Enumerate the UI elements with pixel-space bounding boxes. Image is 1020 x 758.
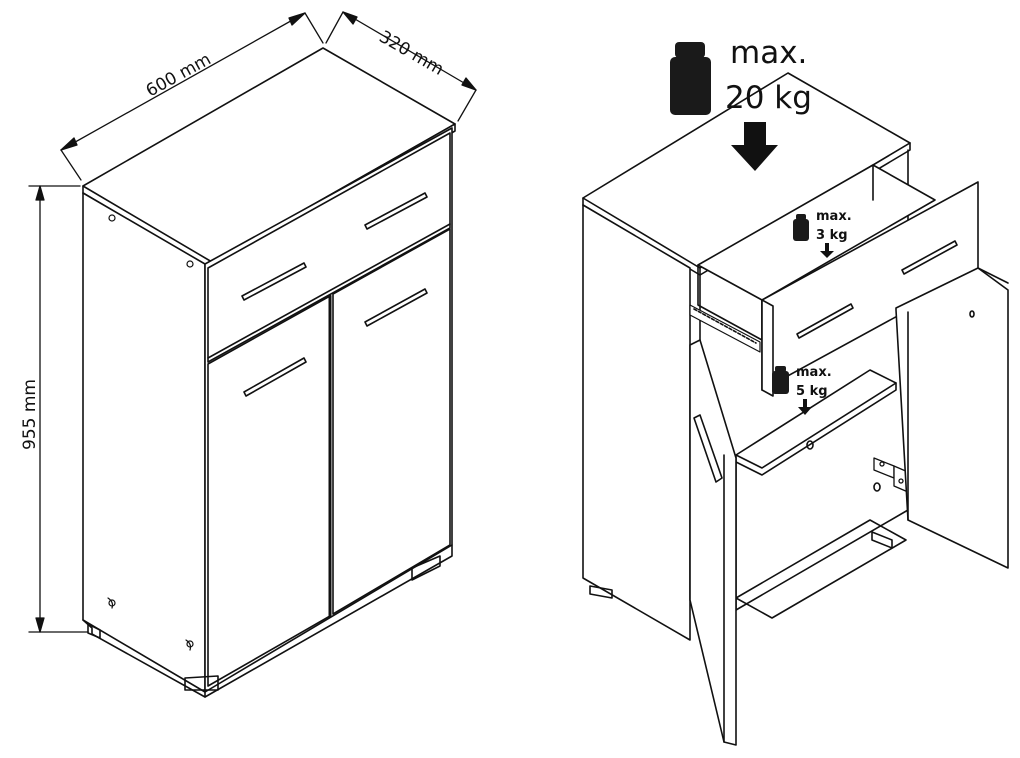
down-arrow-icon [731, 122, 834, 415]
left-door-handle [693, 414, 723, 483]
width-label: 600 mm [143, 49, 215, 101]
top-load-value-label: 20 kg [725, 80, 812, 116]
dimension-lines [28, 11, 477, 633]
hinge-icon [873, 457, 909, 493]
height-label: 955 mm [20, 379, 40, 450]
drawer-front [207, 132, 451, 363]
right-door [332, 228, 451, 615]
cabinet-side-panel [82, 192, 206, 693]
open-right-door [895, 267, 1009, 569]
drawer-load-value-label: 3 kg [816, 228, 848, 243]
closed-cabinet [82, 47, 456, 698]
drawer-handle-icon [241, 192, 428, 301]
foot-right [411, 555, 441, 581]
top-load-max-label: max. [730, 35, 807, 71]
drawer-load-max-label: max. [816, 209, 852, 224]
shelf-load-max-label: max. [796, 365, 832, 380]
drawer-box-interior [697, 164, 936, 301]
depth-label: 320 mm [376, 27, 447, 80]
foot-left [184, 675, 219, 691]
screw-marks [107, 214, 194, 651]
open-cabinet-side [582, 204, 691, 641]
open-left-door [689, 339, 737, 746]
door-handle-icon [243, 288, 428, 397]
foot-back [87, 623, 101, 639]
shelf-load-value-label: 5 kg [796, 384, 828, 399]
open-cabinet [582, 72, 1009, 746]
bottom-panel [735, 519, 907, 619]
weight-icon [670, 42, 809, 394]
open-drawer-handle [796, 303, 854, 339]
